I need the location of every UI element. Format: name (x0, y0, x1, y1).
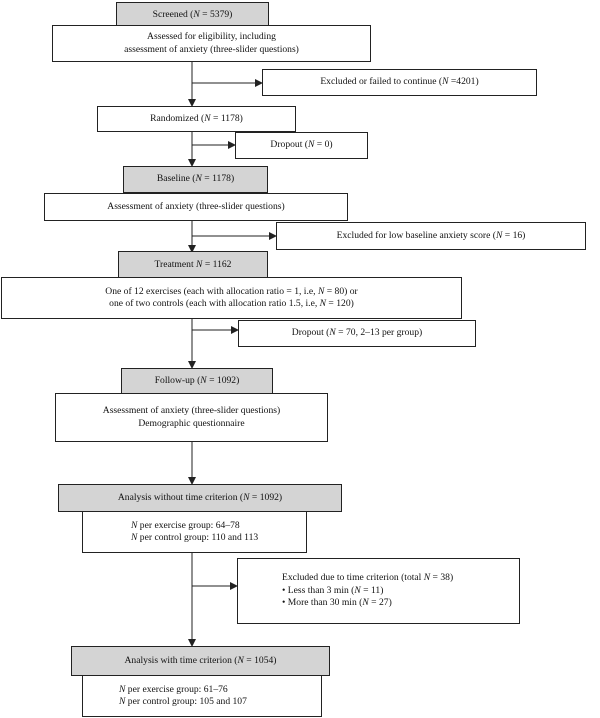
eligibility-box: Assessed for eligibility, including asse… (52, 25, 371, 62)
screened-box: Screened (N = 5379) (116, 2, 269, 28)
followup-box: Follow-up (N = 1092) (121, 368, 273, 394)
dropout2-box: Dropout (N = 70, 2–13 per group) (238, 320, 476, 347)
excluded-low-box: Excluded for low baseline anxiety score … (276, 222, 586, 250)
excluded-time-box: Excluded due to time criterion (total N … (237, 558, 520, 624)
with-groups-box: N per exercise group: 61–76 N per contro… (82, 675, 322, 717)
analysis-with-box: Analysis with time criterion (N = 1054) (71, 646, 330, 676)
excluded-continue-box: Excluded or failed to continue (N =4201) (262, 69, 537, 96)
baseline-assessment-box: Assessment of anxiety (three-slider ques… (44, 193, 348, 221)
dropout1-box: Dropout (N = 0) (235, 132, 368, 159)
analysis-without-box: Analysis without time criterion (N = 109… (58, 484, 342, 512)
eligibility-line-2: assessment of anxiety (three-slider ques… (124, 43, 299, 55)
without-groups-box: N per exercise group: 64–78 N per contro… (82, 511, 307, 553)
allocation-box: One of 12 exercises (each with allocatio… (1, 277, 462, 319)
followup-assessment-box: Assessment of anxiety (three-slider ques… (55, 393, 328, 442)
baseline-box: Baseline (N = 1178) (123, 166, 268, 193)
treatment-box: Treatment N = 1162 (118, 251, 268, 279)
eligibility-line-1: Assessed for eligibility, including (147, 31, 276, 42)
randomized-box: Randomized (N = 1178) (97, 106, 296, 132)
